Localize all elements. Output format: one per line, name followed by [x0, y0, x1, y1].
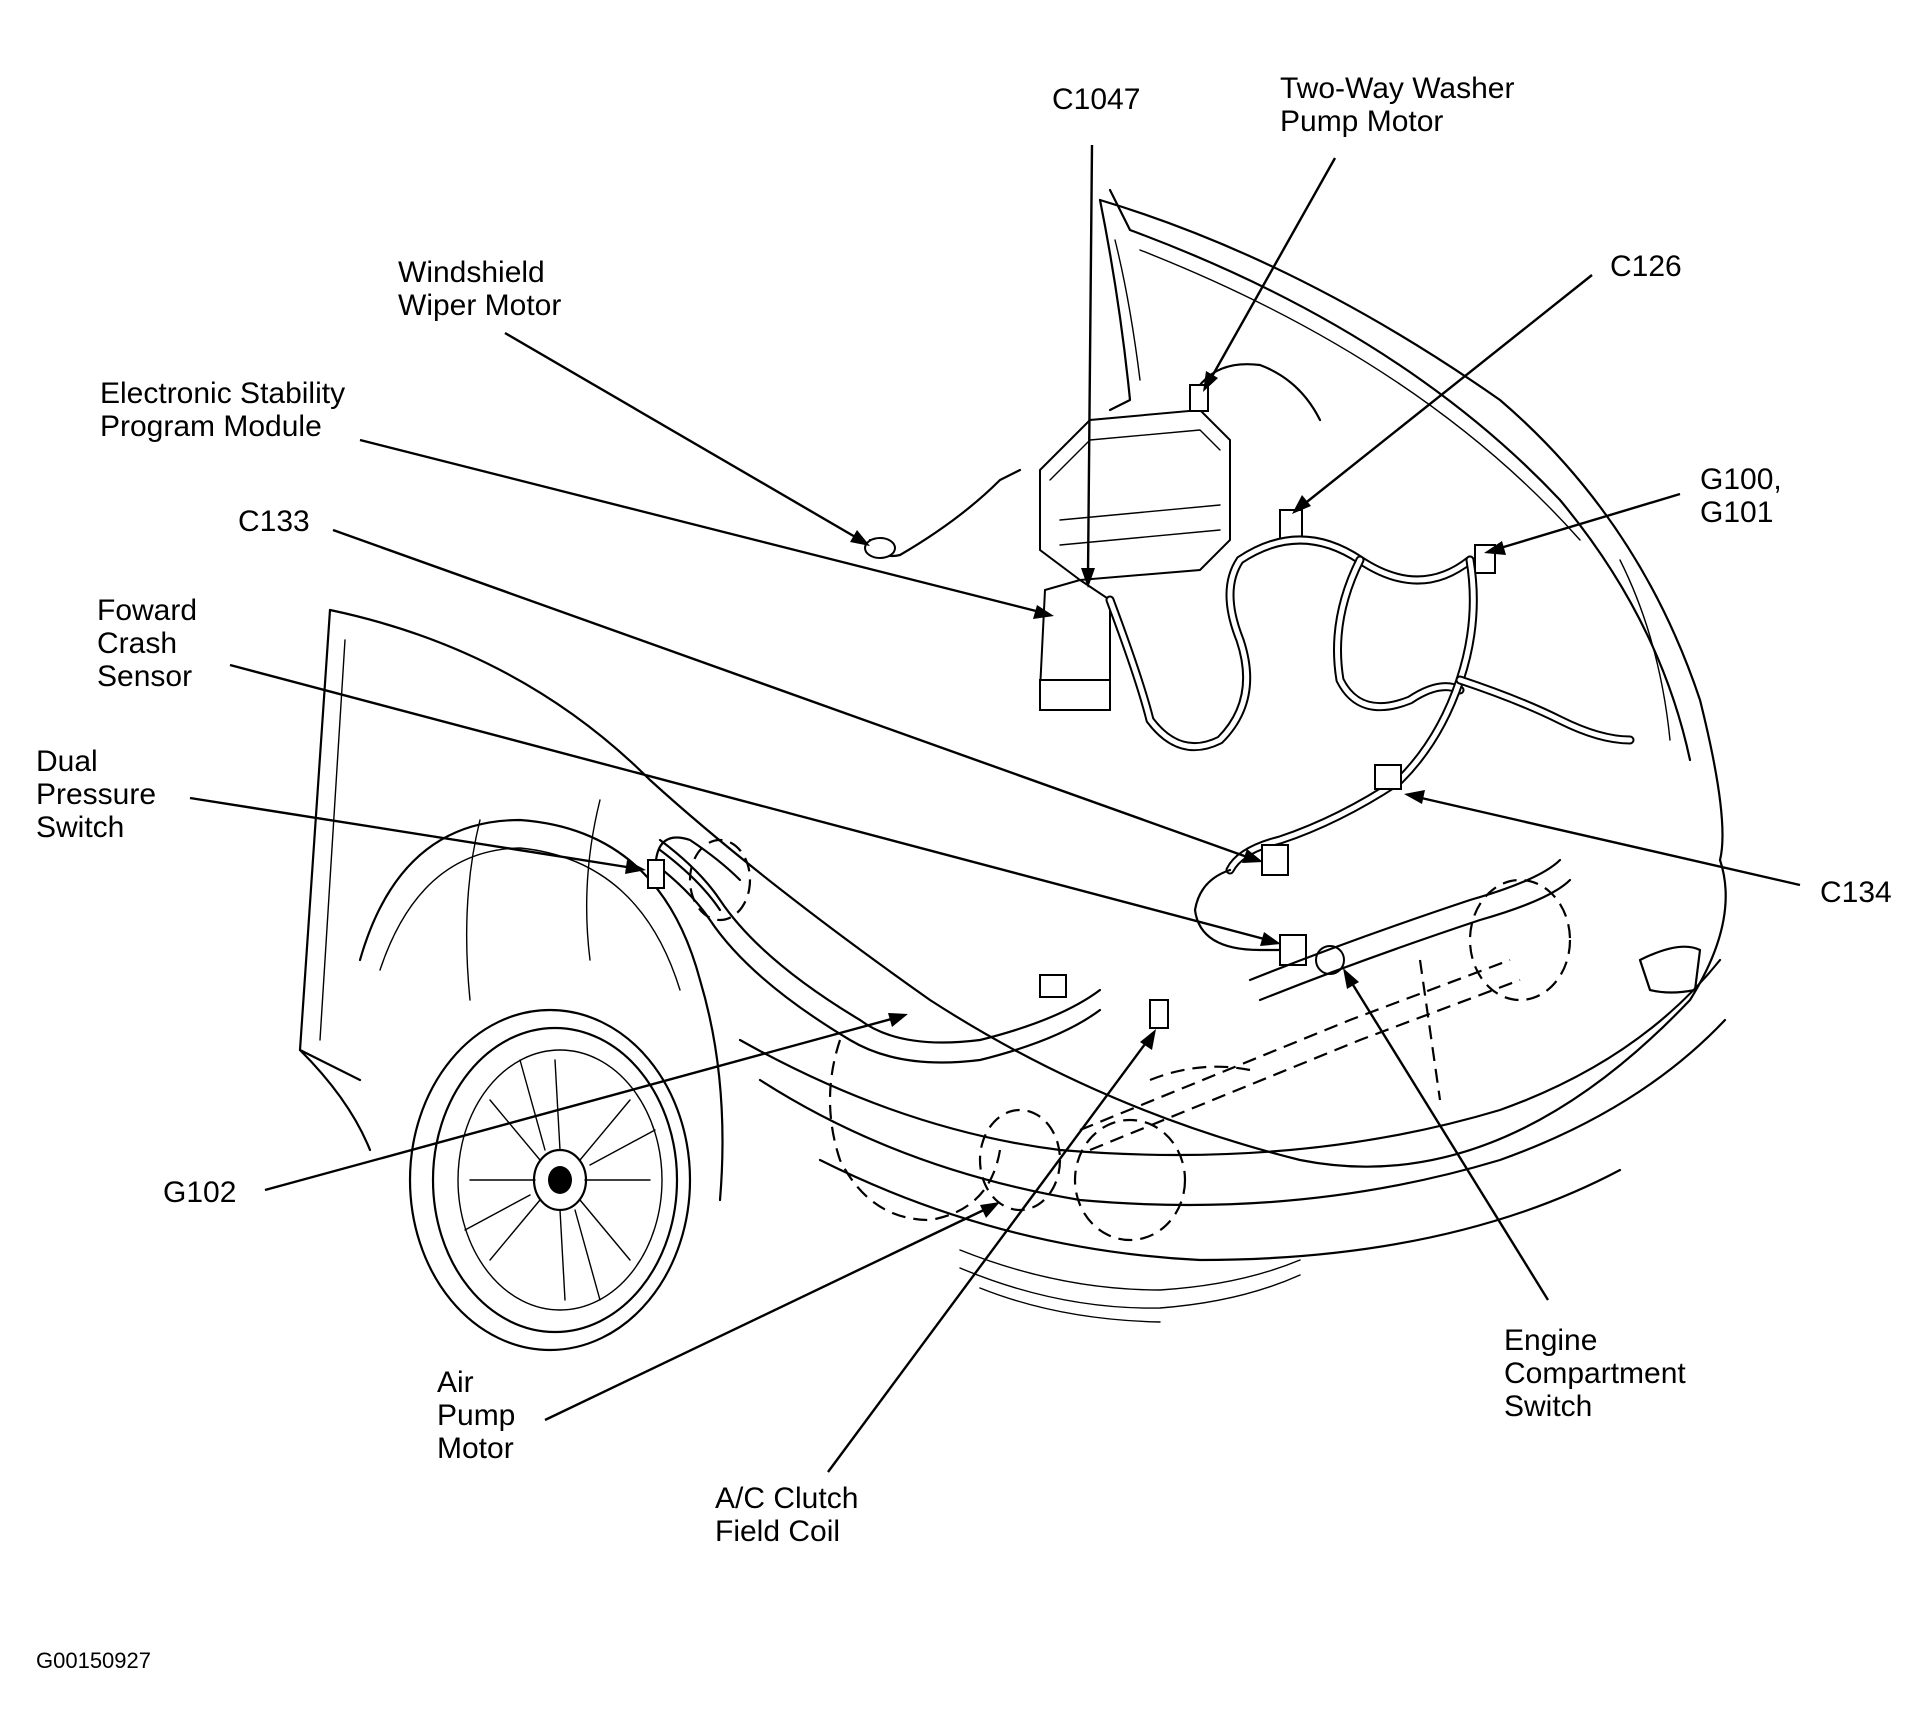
label-c134: C134: [1820, 876, 1892, 909]
hidden-components: [688, 838, 1572, 1242]
engine-components: [864, 363, 1496, 712]
label-windshield-wiper-motor: Windshield Wiper Motor: [398, 256, 562, 322]
front-wheel: [408, 1008, 692, 1352]
figure-code: G00150927: [36, 1648, 151, 1673]
label-g100-g101: G100, G101: [1700, 463, 1782, 529]
label-c133: C133: [238, 505, 310, 538]
leader-lines: [189, 144, 1801, 1473]
label-ac-clutch-field-coil: A/C Clutch Field Coil: [715, 1482, 859, 1548]
label-c1047: C1047: [1052, 83, 1141, 116]
label-air-pump-motor: Air Pump Motor: [437, 1366, 516, 1465]
label-dual-pressure-switch: Dual Pressure Switch: [36, 745, 157, 844]
label-two-way-washer-pump-motor: Two-Way Washer Pump Motor: [1280, 72, 1515, 138]
label-electronic-stability-program-module: Electronic Stability Program Module: [100, 377, 346, 443]
label-forward-crash-sensor: Foward Crash Sensor: [97, 594, 198, 693]
label-engine-compartment-switch: Engine Compartment Switch: [1504, 1324, 1686, 1423]
wiring-harness: [647, 535, 1635, 1064]
label-g102: G102: [163, 1176, 237, 1209]
label-c126: C126: [1610, 250, 1682, 283]
vehicle-body: [298, 188, 1727, 1323]
